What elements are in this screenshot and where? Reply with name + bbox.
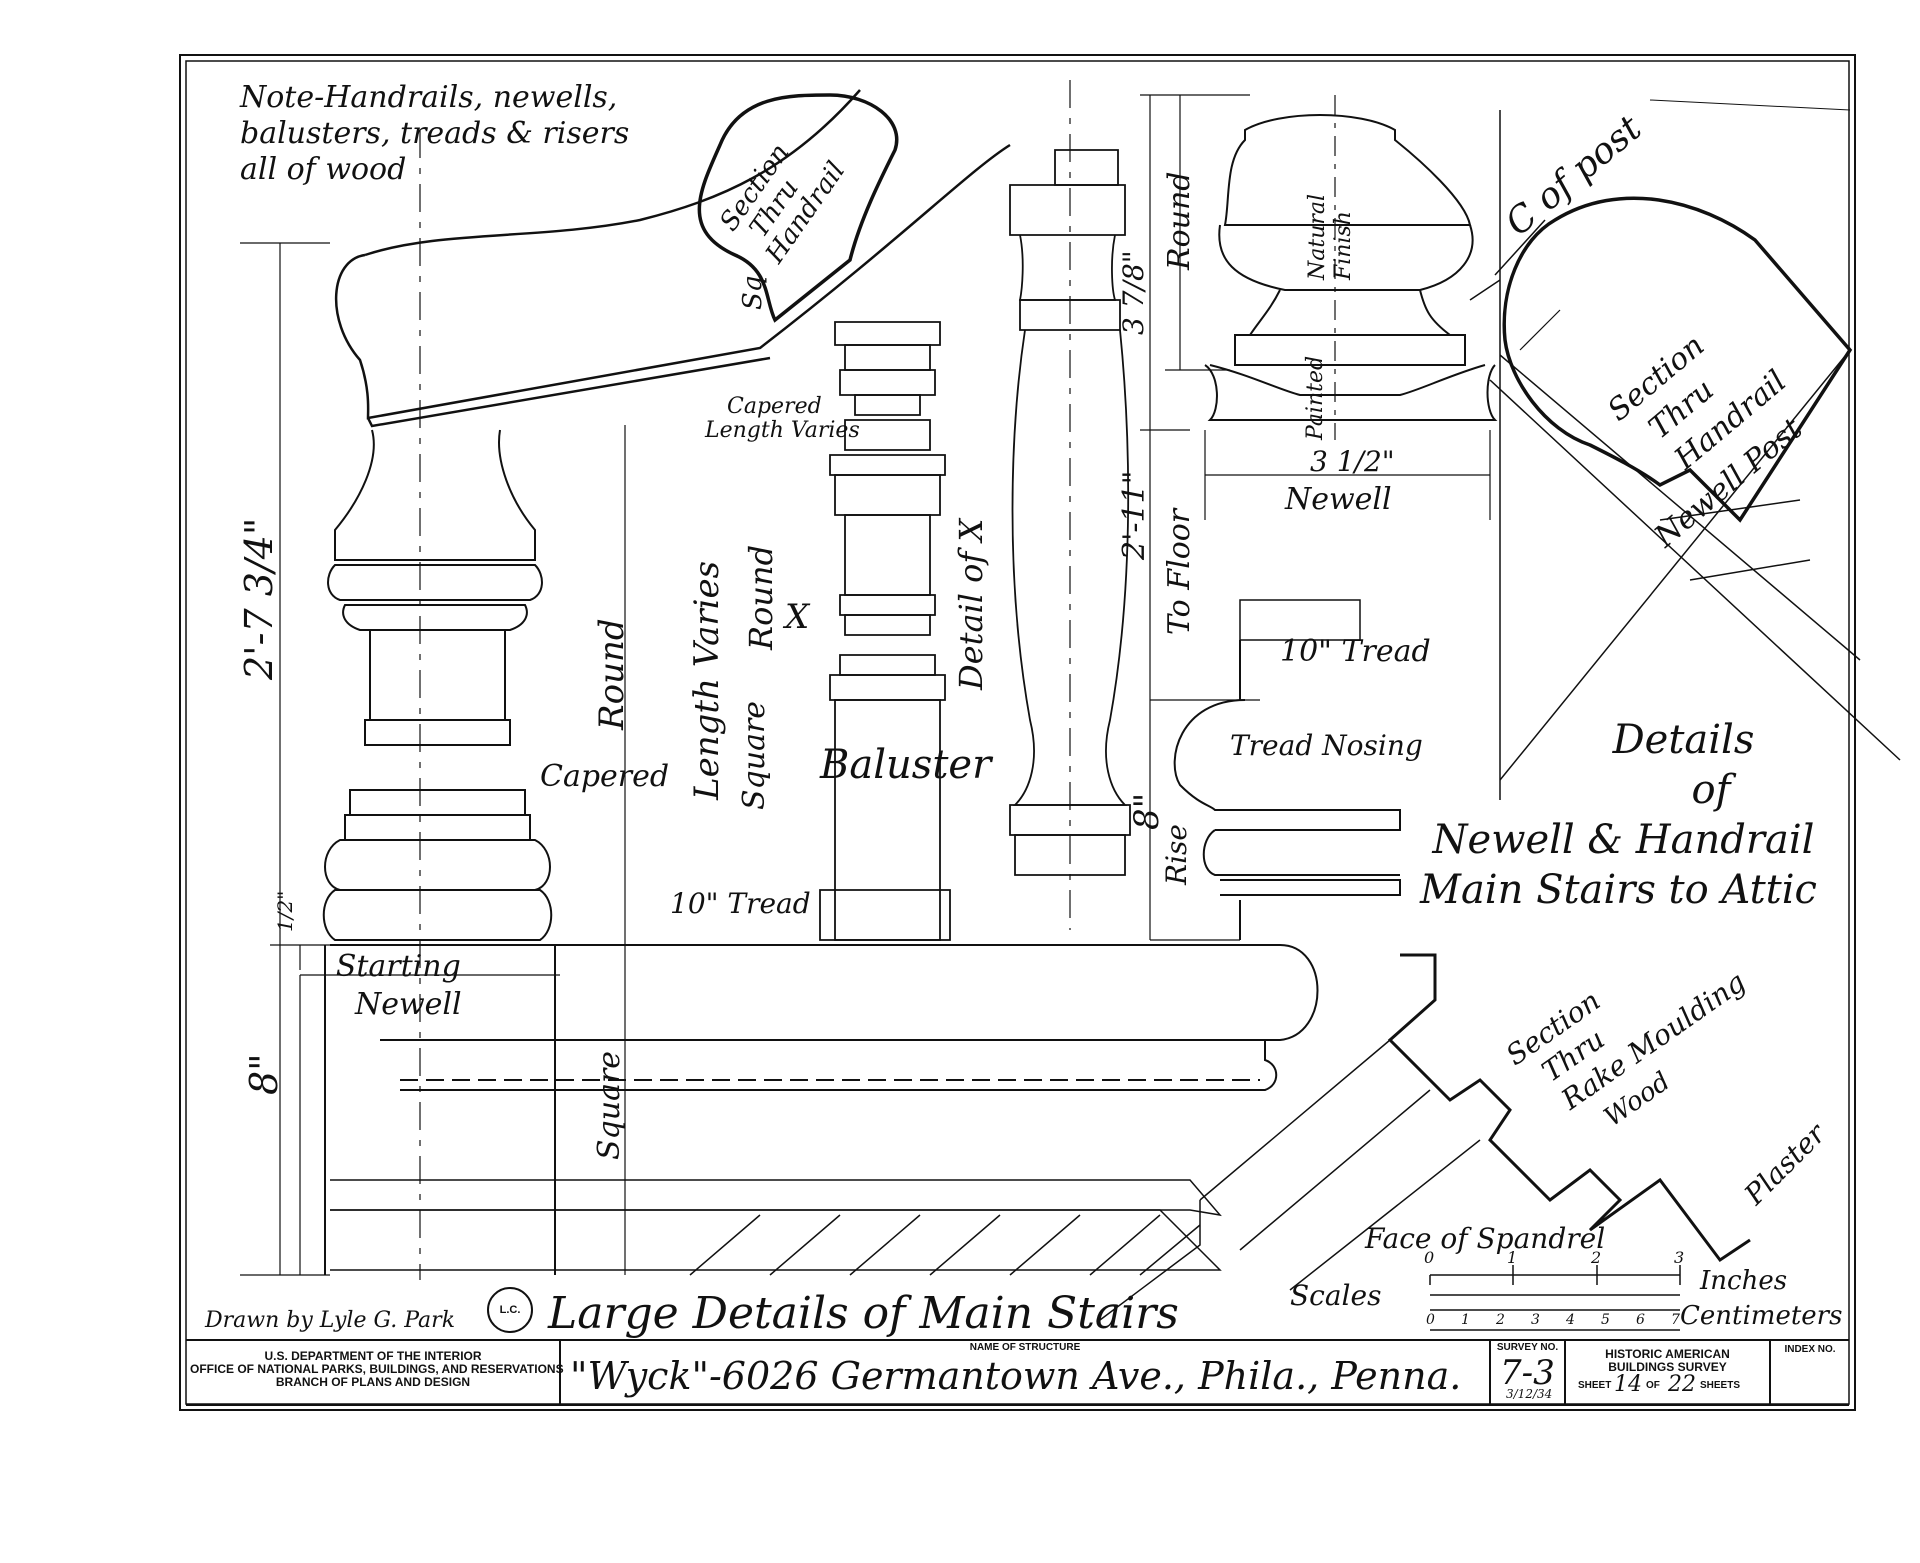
label-round-mid: Round [742,544,780,650]
dept-line-1: U.S. DEPARTMENT OF THE INTERIOR [264,1349,482,1363]
scale-bars [1429,1265,1681,1341]
label-face-of-spandrel: Face of Spandrel [1365,1222,1606,1255]
floor-hatch [689,1214,1201,1276]
handrail-section-right [1469,196,1853,523]
structure-name: "Wyck"-6026 Germantown Ave., Phila., Pen… [570,1354,1462,1398]
cm-tick: 5 [1601,1312,1610,1328]
outer-border [179,54,1856,1411]
label-square-bottom: Square [592,1050,627,1160]
cm-tick: 2 [1496,1312,1505,1328]
stamp-circle [487,1287,533,1333]
label-to-floor: To Floor [1162,508,1197,635]
starting-newell-body [322,130,556,1280]
dim-3-7-8: 3 7/8" [1117,250,1150,335]
label-painted: Painted [1303,355,1328,440]
of-label: OF [1646,1380,1660,1391]
label-natural: Natural [1305,193,1330,280]
label-x-mark: X [785,597,810,637]
details-title-line-2: of [1691,767,1731,813]
inch-tick: 1 [1507,1248,1518,1267]
label-capered-length-varies: Capered Length Varies [705,395,860,443]
dim-8-rise: 8" [1127,792,1167,830]
dim-2-7-3-4: 2'-7 3/4" [237,517,281,680]
survey-date: 3/12/34 [1506,1387,1553,1401]
cm-tick: 7 [1671,1312,1680,1328]
label-capered: Capered [540,759,670,794]
label-length-varies-top: Length Varies [705,418,860,443]
label-inches: Inches [1700,1266,1788,1296]
label-starting-newell: Starting Newell [335,948,462,1024]
survey-no: 7-3 [1500,1353,1555,1393]
label-baluster: Baluster [820,742,992,788]
cm-tick: 6 [1636,1312,1645,1328]
newell-post-section-right [1489,99,1901,800]
tread-nosing-profile [330,944,1319,1271]
cm-tick: 1 [1461,1312,1470,1328]
label-square-mid: Square [737,700,772,810]
label-detail-of-x: Detail of X [952,518,990,690]
dept-line-2: OFFICE OF NATIONAL PARKS, BUILDINGS, AND… [190,1362,564,1377]
label-scales: Scales [1290,1279,1382,1312]
cm-tick: 0 [1426,1312,1435,1328]
starting-newell-cap [334,89,1011,428]
sheet-total: 22 [1668,1372,1696,1397]
cm-tick: 4 [1566,1312,1575,1328]
dept-line-3: BRANCH OF PLANS AND DESIGN [275,1375,471,1390]
inch-tick: 2 [1591,1248,1602,1267]
label-round-left: Round [592,618,632,730]
tread-nosing-detail [1173,599,1401,940]
label-round-right: Round [1162,171,1197,271]
label-natural-finish: Natural Finish [1305,194,1357,280]
details-title-line-1: Details [1612,717,1755,763]
cm-tick: 3 [1531,1312,1540,1328]
note-line-1: Note-Handrails, newells, [240,80,618,115]
habs-line-1: HISTORIC AMERICAN [1605,1347,1730,1361]
stamp-text: L.C. [499,1304,521,1316]
habs-line-2: BUILDINGS SURVEY [1608,1360,1727,1375]
survey-no-label: SURVEY NO. [1496,1342,1559,1353]
label-newell: Newell [1285,482,1392,517]
dim-half-inch: 1/2" [273,890,297,932]
inch-tick: 0 [1424,1248,1435,1267]
sheet-label: SHEET [1578,1380,1612,1391]
main-title: Large Details of Main Stairs [548,1288,1179,1339]
details-title-line-3: Newell & Handrail [1432,817,1815,863]
general-note: Note-Handrails, newells, balusters, trea… [240,80,629,188]
habs-block: HISTORIC AMERICAN BUILDINGS SURVEY [1565,1347,1770,1375]
baluster-left [819,321,951,941]
newell-ball-finial [1204,95,1498,440]
details-title: Details of Newell & Handrail Main Stairs… [1420,715,1817,915]
inch-tick: 3 [1674,1248,1685,1267]
label-10-tread-top: 10" Tread [1280,634,1431,669]
details-title-line-4: Main Stairs to Attic [1420,867,1817,913]
title-block-frame [186,1339,1849,1406]
drawn-by: Drawn by Lyle G. Park [205,1308,456,1333]
label-newell-starting: Newell [355,987,462,1022]
note-line-3: all of wood [240,152,407,187]
label-tread-nosing: Tread Nosing [1230,729,1423,762]
label-sq: Sq [738,275,768,310]
baluster-right [1009,80,1131,930]
rake-moulding-section [1099,953,1751,1321]
sheet-no: 14 [1614,1372,1642,1397]
note-line-2: balusters, treads & risers [240,116,630,151]
dim-8-left: 8" [242,1053,286,1095]
label-centimeters: Centimeters [1680,1301,1843,1331]
department-block: U.S. DEPARTMENT OF THE INTERIOR OFFICE O… [190,1349,564,1390]
label-rise: Rise [1160,824,1193,885]
handrail-section-top [697,93,899,323]
label-length-varies: Length Varies [687,560,727,800]
label-starting: Starting [335,949,461,984]
label-capered-top: Capered [727,394,822,419]
label-finish: Finish [1331,211,1356,280]
dim-2-11: 2'-11" [1117,470,1152,560]
sheets-label: SHEETS [1700,1380,1741,1391]
dim-3-1-2: 3 1/2" [1310,445,1395,478]
index-no-label: INDEX NO. [1784,1344,1836,1355]
newell-dimensions [1140,94,1491,941]
name-of-structure-label: NAME OF STRUCTURE [969,1342,1081,1353]
label-10-tread-bottom: 10" Tread [670,887,811,920]
